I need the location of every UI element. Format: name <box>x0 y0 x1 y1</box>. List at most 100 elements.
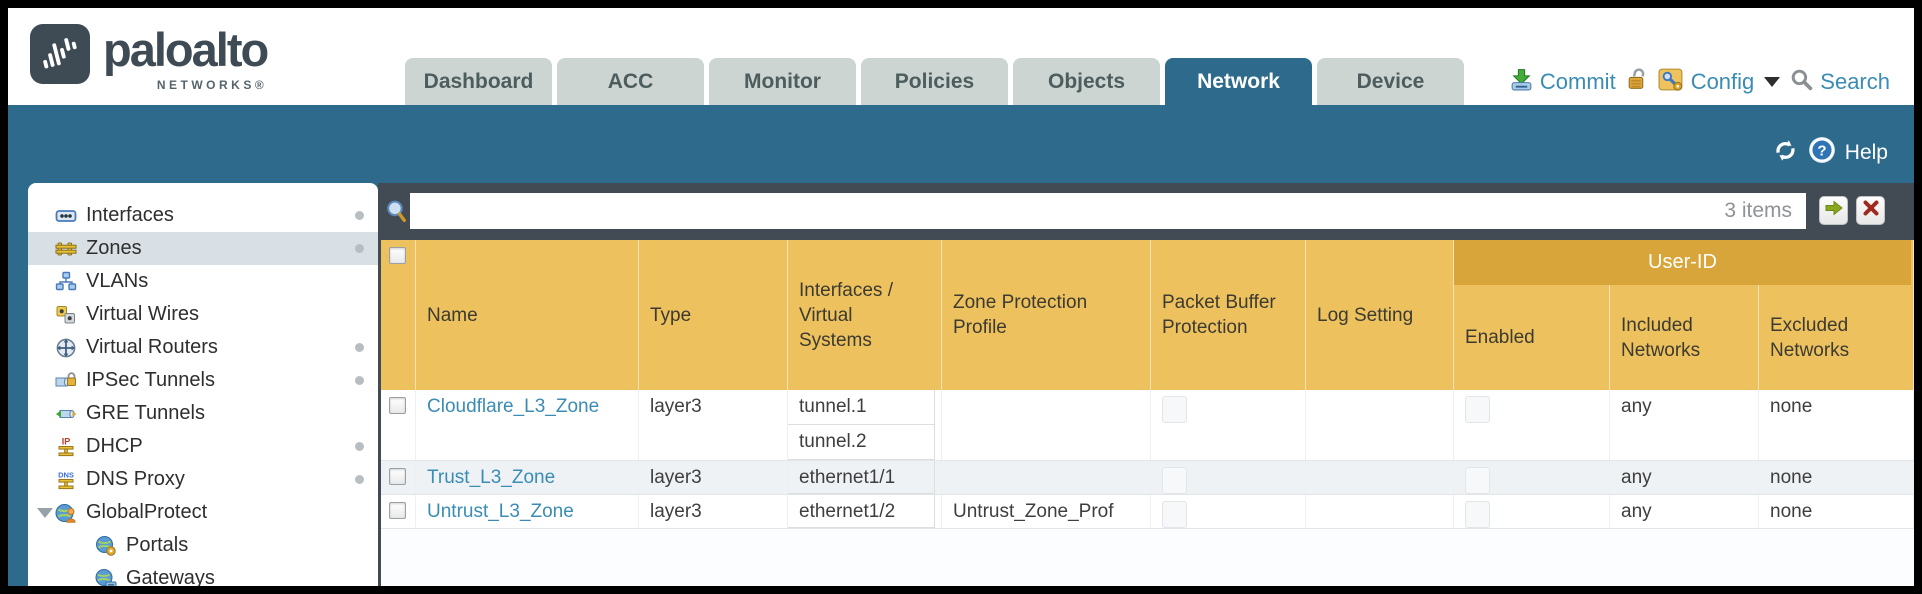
config-label: Config <box>1690 69 1755 94</box>
config-icon <box>1658 67 1685 98</box>
interface-subcell: ethernet1/2 <box>788 495 935 528</box>
sidebar-item-label: VLANs <box>86 270 149 292</box>
column-header-label: Excluded Networks <box>1770 314 1850 361</box>
filter-search-icon <box>385 199 408 229</box>
column-header-label: Included Networks <box>1621 314 1701 361</box>
column-header-packet-buffer-protection[interactable]: Packet Buffer Protection <box>1151 240 1306 390</box>
select-all-header-cell[interactable] <box>381 240 416 390</box>
global-search-button[interactable]: Search <box>1789 67 1890 98</box>
clear-filter-button[interactable] <box>1856 196 1885 225</box>
sidebar-item-interfaces[interactable]: Interfaces <box>28 199 378 232</box>
excluded-networks: none <box>1770 501 1813 522</box>
interfaces-cell: ethernet1/2 <box>788 495 942 528</box>
apply-filter-button[interactable] <box>1819 196 1848 225</box>
zones-icon <box>55 238 77 260</box>
tab-policies[interactable]: Policies <box>861 58 1008 105</box>
tab-monitor[interactable]: Monitor <box>709 58 856 105</box>
interface-subcell: tunnel.2 <box>788 425 935 460</box>
sidebar-item-label: Virtual Wires <box>86 303 199 325</box>
excluded-networks: none <box>1770 396 1813 417</box>
sidebar-item-portals[interactable]: Portals <box>28 529 378 562</box>
item-indicator-dot <box>355 376 364 385</box>
user-id-enabled-checkbox <box>1465 396 1490 423</box>
search-icon <box>1789 67 1814 98</box>
gre-tunnels-icon <box>55 403 77 425</box>
sidebar-item-ipsec-tunnels[interactable]: IPSec Tunnels <box>28 364 378 397</box>
sidebar-item-gre-tunnels[interactable]: GRE Tunnels <box>28 397 378 430</box>
sidebar-item-gateways[interactable]: Gateways <box>28 562 378 586</box>
sidebar-item-dns-proxy[interactable]: DNS DNS Proxy <box>28 463 378 496</box>
svg-text:?: ? <box>1817 142 1826 159</box>
row-checkbox[interactable] <box>389 502 406 519</box>
column-header-included-networks[interactable]: Included Networks <box>1610 240 1759 390</box>
sidebar-item-label: Virtual Routers <box>86 336 218 358</box>
green-arrow-icon <box>1824 199 1844 222</box>
column-header-zone-protection-profile[interactable]: Zone Protection Profile <box>942 240 1151 390</box>
sidebar-item-zones[interactable]: Zones <box>28 232 378 265</box>
config-menu-button[interactable]: Config <box>1658 67 1781 98</box>
svg-text:IP: IP <box>62 436 71 446</box>
column-header-excluded-networks[interactable]: Excluded Networks <box>1759 240 1914 390</box>
zone-name-link[interactable]: Trust_L3_Zone <box>427 467 556 488</box>
item-indicator-dot <box>355 475 364 484</box>
tab-objects[interactable]: Objects <box>1013 58 1160 105</box>
help-label: Help <box>1844 141 1888 164</box>
zone-name-link[interactable]: Untrust_L3_Zone <box>427 501 574 522</box>
column-header-label: Packet Buffer Protection <box>1162 292 1276 338</box>
column-header-log-setting[interactable]: Log Setting <box>1306 240 1454 390</box>
zone-name-link[interactable]: Cloudflare_L3_Zone <box>427 396 600 417</box>
user-id-enabled-checkbox <box>1465 501 1490 528</box>
item-indicator-dot <box>355 343 364 352</box>
user-id-enabled-checkbox <box>1465 467 1490 494</box>
packet-buffer-protection-checkbox <box>1162 396 1187 423</box>
lock-icon[interactable] <box>1625 67 1649 98</box>
dhcp-icon: IP <box>55 436 77 458</box>
filter-search-input[interactable] <box>410 193 1725 229</box>
tab-acc[interactable]: ACC <box>557 58 704 105</box>
band-utilities: ? Help <box>1772 136 1888 170</box>
column-header-type[interactable]: Type <box>639 240 788 390</box>
search-label: Search <box>1820 69 1890 94</box>
column-header-label: Zone Protection Profile <box>953 292 1088 338</box>
sidebar-item-label: IPSec Tunnels <box>86 369 215 391</box>
expander-caret-icon[interactable] <box>37 508 53 518</box>
help-icon[interactable]: ? <box>1808 136 1836 170</box>
refresh-icon[interactable] <box>1772 138 1799 169</box>
virtual-routers-icon <box>55 337 77 359</box>
sidebar-item-globalprotect[interactable]: GlobalProtect <box>28 496 378 529</box>
column-header-enabled[interactable]: Enabled <box>1454 240 1610 390</box>
column-header-label: Type <box>650 304 692 326</box>
commit-button[interactable]: Commit <box>1509 67 1616 98</box>
sidebar-item-vlans[interactable]: VLANs <box>28 265 378 298</box>
item-indicator-dot <box>355 442 364 451</box>
sidebar-item-label: Portals <box>126 534 189 556</box>
ipsec-tunnels-icon <box>55 370 77 392</box>
row-checkbox[interactable] <box>389 397 406 414</box>
included-networks: any <box>1621 467 1652 488</box>
zone-type: layer3 <box>650 467 702 488</box>
column-header-label: Enabled <box>1465 327 1535 348</box>
column-header-name[interactable]: Name <box>416 240 639 390</box>
svg-text:DNS: DNS <box>58 470 74 479</box>
tab-device[interactable]: Device <box>1317 58 1464 105</box>
select-all-checkbox[interactable] <box>389 247 406 264</box>
tab-dashboard[interactable]: Dashboard <box>405 58 552 105</box>
zone-type: layer3 <box>650 396 702 417</box>
sidebar-item-virtual-routers[interactable]: Virtual Routers <box>28 331 378 364</box>
row-checkbox[interactable] <box>389 468 406 485</box>
interfaces-cell: ethernet1/1 <box>788 461 942 494</box>
item-indicator-dot <box>355 244 364 253</box>
column-header-interfaces-virtual-systems[interactable]: Interfaces / Virtual Systems <box>788 240 942 390</box>
sidebar-item-virtual-wires[interactable]: Virtual Wires <box>28 298 378 331</box>
gateways-icon <box>95 568 117 586</box>
item-indicator-dot <box>355 211 364 220</box>
brand-name: paloalto <box>103 23 269 76</box>
tab-network[interactable]: Network <box>1165 58 1312 105</box>
sidebar-item-label: DNS Proxy <box>86 468 185 490</box>
red-x-icon <box>1862 199 1880 222</box>
